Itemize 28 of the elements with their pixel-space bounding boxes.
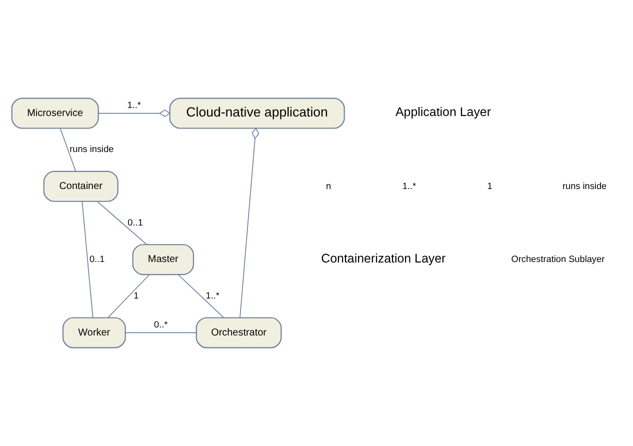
connector <box>125 332 197 334</box>
label: runs inside <box>562 180 607 191</box>
connector <box>240 128 260 318</box>
label: 1..* <box>402 180 416 191</box>
node-box: Worker <box>62 317 126 348</box>
edge-label: 1..* <box>127 100 141 110</box>
edge-label: 0..1 <box>128 217 143 228</box>
connector <box>178 274 224 318</box>
edge-label: 0..1 <box>89 254 105 264</box>
node-box: Master <box>132 244 194 276</box>
node-box: Microservice <box>11 98 99 129</box>
connector <box>97 201 148 245</box>
connector <box>82 200 94 318</box>
node-box: Orchestrator <box>196 317 282 348</box>
label: Orchestration Sublayer <box>511 254 605 264</box>
connector <box>107 274 150 318</box>
label: 1 <box>487 180 492 191</box>
node-box: Cloud-native application <box>169 98 345 129</box>
edge-label: runs inside <box>70 144 114 154</box>
edge-label: 1 <box>134 290 139 300</box>
connector <box>98 109 171 118</box>
node-box: Container <box>43 170 118 202</box>
connector <box>60 128 76 172</box>
label: Application Layer <box>395 105 492 120</box>
edge-label: 1..* <box>206 290 220 300</box>
label: Containerization Layer <box>321 251 446 266</box>
label: n <box>326 180 332 191</box>
edge-label: 0..* <box>154 320 168 330</box>
